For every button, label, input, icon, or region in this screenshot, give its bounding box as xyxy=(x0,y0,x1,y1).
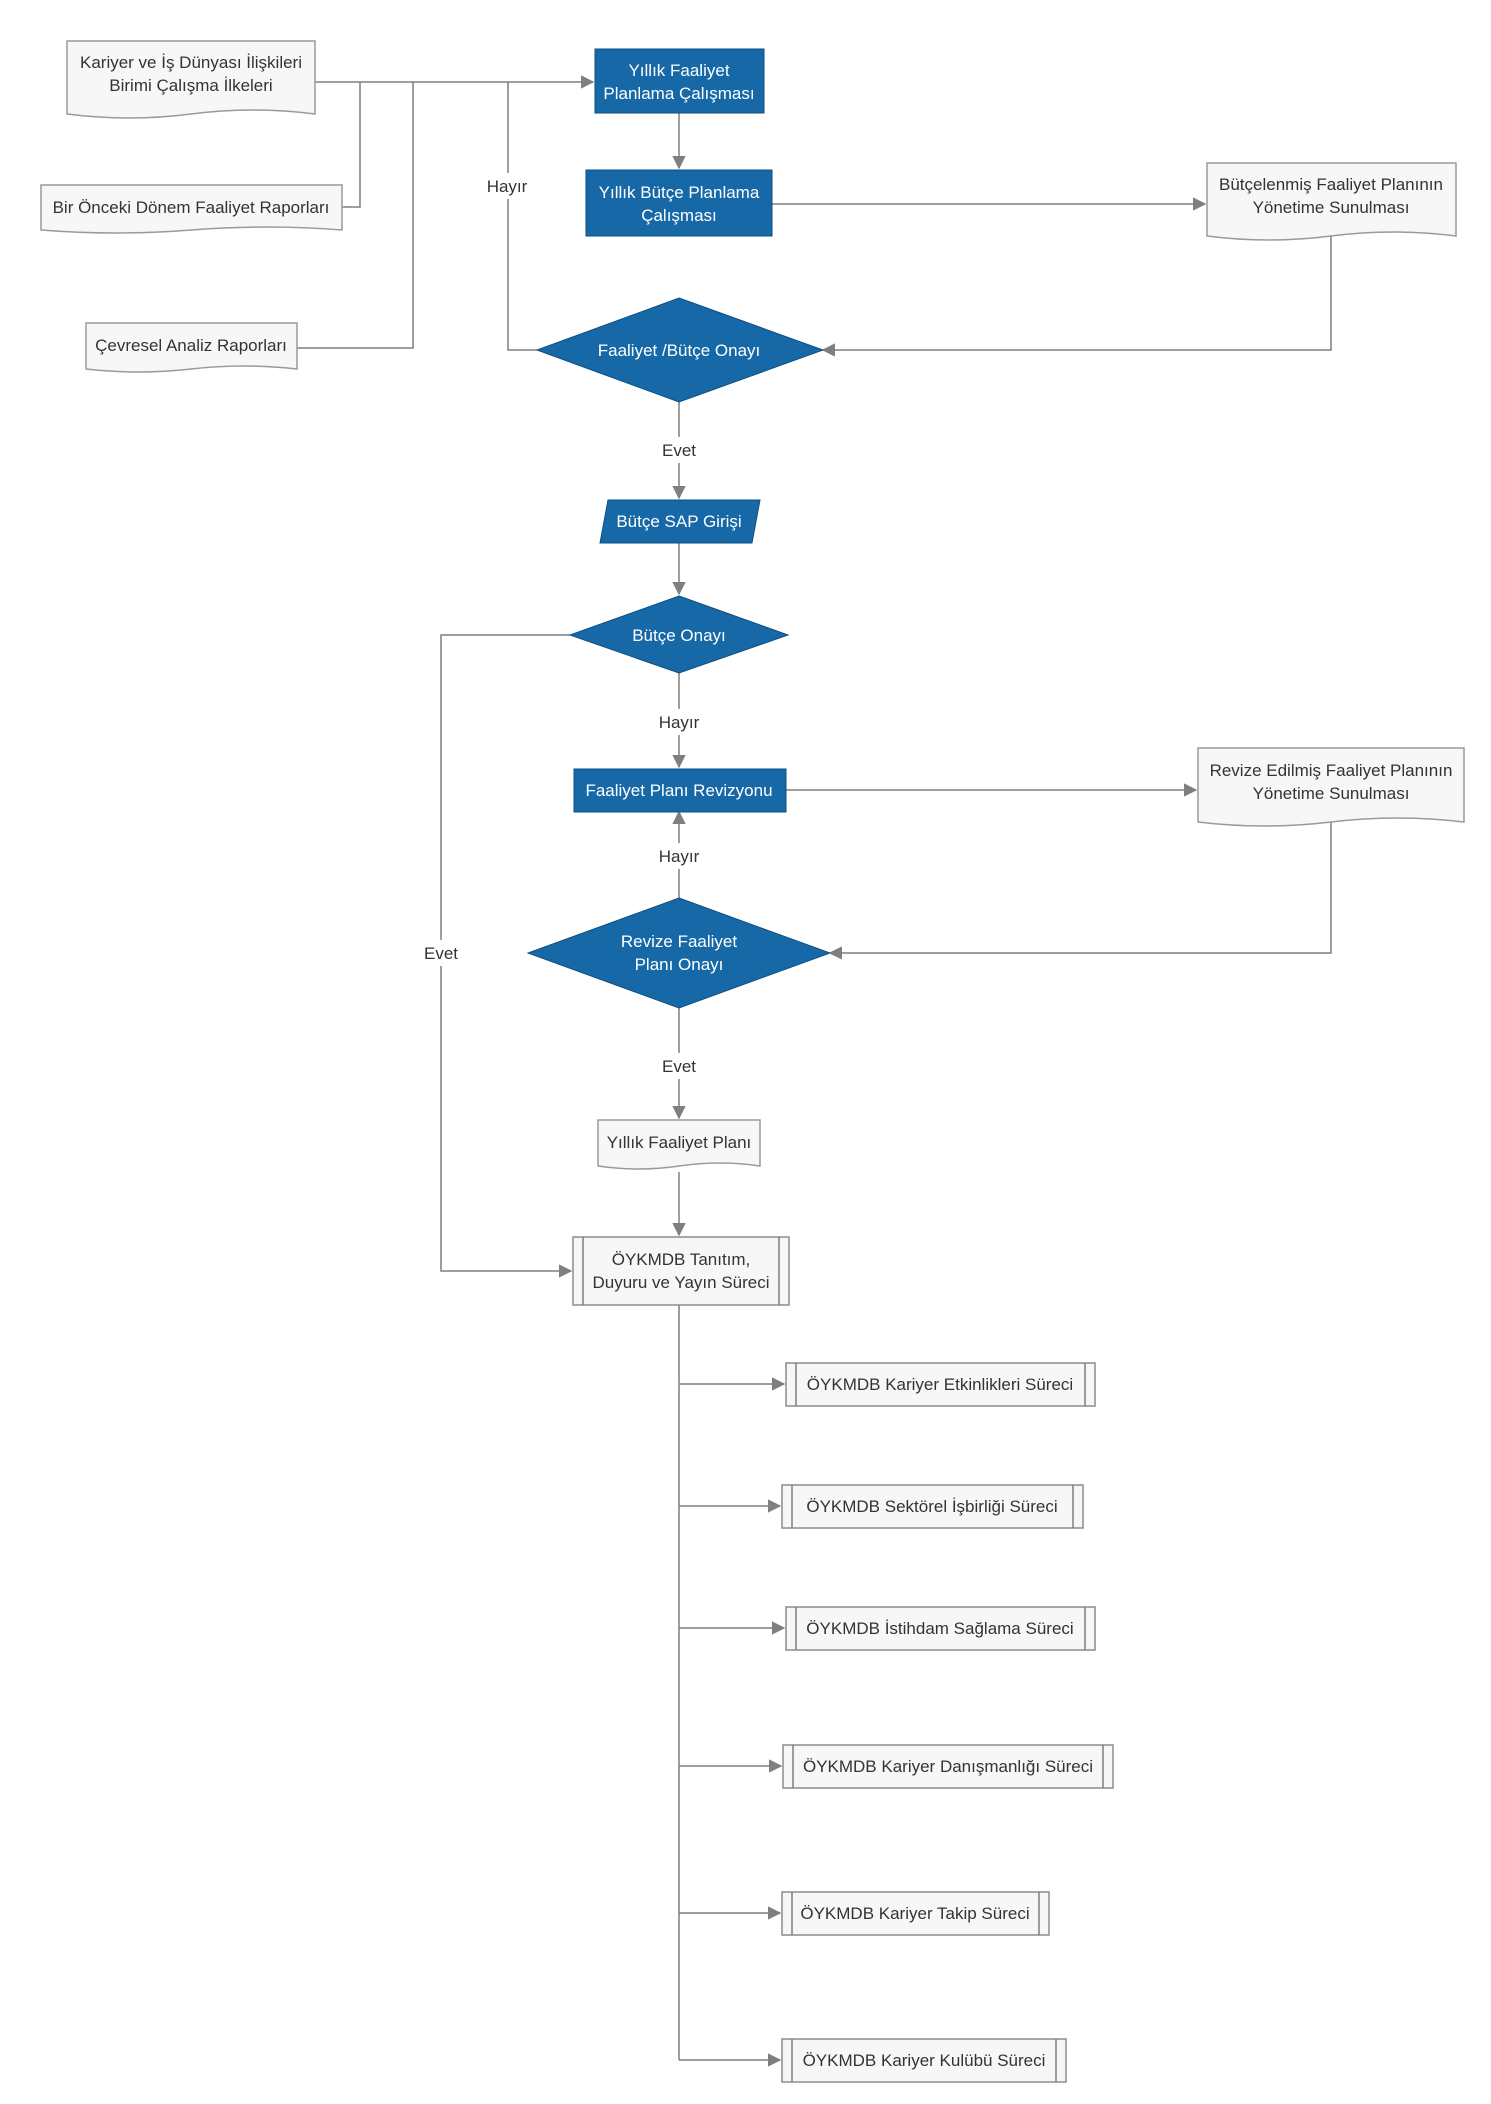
connector-doc-to-approval xyxy=(821,236,1332,357)
doc-revised-plan: Revize Edilmiş Faaliyet Planının Yönetim… xyxy=(1197,747,1465,827)
subprocess-promotion-line2: Duyuru ve Yayın Süreci xyxy=(592,1273,769,1292)
doc-career-principles-line1: Kariyer ve İş Dünyası İlişkileri xyxy=(80,53,302,72)
connector-previous-reports xyxy=(342,82,361,208)
edge-labels: Hayır Evet Hayır Hayır Evet Evet xyxy=(417,173,705,1079)
connectors xyxy=(297,75,1332,2067)
doc-environmental-reports: Çevresel Analiz Raporları xyxy=(85,322,298,373)
doc-annual-plan-text: Yıllık Faaliyet Planı xyxy=(607,1133,752,1152)
process-budget-planning-line1: Yıllık Bütçe Planlama xyxy=(599,183,760,202)
subprocess-employment-text: ÖYKMDB İstihdam Sağlama Süreci xyxy=(806,1619,1073,1638)
label-evet-after-approval: Evet xyxy=(662,441,696,460)
subprocess-employment: ÖYKMDB İstihdam Sağlama Süreci xyxy=(785,1606,1096,1651)
subprocess-sector: ÖYKMDB Sektörel İşbirliği Süreci xyxy=(781,1484,1084,1529)
connector-revised-doc-to-approval xyxy=(828,822,1332,960)
io-sap-entry-text: Bütçe SAP Girişi xyxy=(616,512,741,531)
doc-revised-plan-line1: Revize Edilmiş Faaliyet Planının xyxy=(1210,761,1453,780)
subprocess-tracking: ÖYKMDB Kariyer Takip Süreci xyxy=(781,1891,1050,1936)
subprocess-counseling: ÖYKMDB Kariyer Danışmanlığı Süreci xyxy=(782,1744,1114,1789)
doc-budgeted-plan: Bütçelenmiş Faaliyet Planının Yönetime S… xyxy=(1206,162,1457,241)
doc-revised-plan-line2: Yönetime Sunulması xyxy=(1253,784,1410,803)
doc-previous-reports: Bir Önceki Dönem Faaliyet Raporları xyxy=(40,184,343,234)
subprocess-tracking-text: ÖYKMDB Kariyer Takip Süreci xyxy=(800,1904,1029,1923)
decision-budget-approval-text: Bütçe Onayı xyxy=(632,626,726,645)
label-hayir-revision: Hayır xyxy=(659,847,700,866)
subprocess-sector-text: ÖYKMDB Sektörel İşbirliği Süreci xyxy=(806,1497,1057,1516)
process-plan-revision-text: Faaliyet Planı Revizyonu xyxy=(585,781,772,800)
subprocess-club-text: ÖYKMDB Kariyer Kulübü Süreci xyxy=(803,2051,1046,2070)
subprocess-promotion: ÖYKMDB Tanıtım, Duyuru ve Yayın Süreci xyxy=(572,1236,790,1306)
process-annual-planning-line2: Planlama Çalışması xyxy=(603,84,754,103)
process-annual-planning: Yıllık Faaliyet Planlama Çalışması xyxy=(594,48,765,114)
process-budget-planning-line2: Çalışması xyxy=(641,206,717,225)
subprocess-events: ÖYKMDB Kariyer Etkinlikleri Süreci xyxy=(785,1362,1096,1407)
connector-approval-hayir-loop xyxy=(507,82,537,351)
label-evet-after-revised: Evet xyxy=(662,1057,696,1076)
subprocess-club: ÖYKMDB Kariyer Kulübü Süreci xyxy=(781,2038,1067,2083)
doc-previous-reports-text: Bir Önceki Dönem Faaliyet Raporları xyxy=(53,198,330,217)
decision-revised-approval-line2: Planı Onayı xyxy=(635,955,724,974)
doc-budgeted-plan-line2: Yönetime Sunulması xyxy=(1253,198,1410,217)
subprocess-counseling-text: ÖYKMDB Kariyer Danışmanlığı Süreci xyxy=(803,1757,1093,1776)
doc-annual-plan: Yıllık Faaliyet Planı xyxy=(597,1119,761,1170)
label-hayir-budget: Hayır xyxy=(659,713,700,732)
decision-activity-budget-approval: Faaliyet /Bütçe Onayı xyxy=(535,297,825,403)
doc-budgeted-plan-line1: Bütçelenmiş Faaliyet Planının xyxy=(1219,175,1443,194)
io-sap-entry: Bütçe SAP Girişi xyxy=(599,499,761,544)
process-plan-revision: Faaliyet Planı Revizyonu xyxy=(573,768,787,813)
decision-activity-budget-approval-text: Faaliyet /Bütçe Onayı xyxy=(598,341,761,360)
decision-budget-approval: Bütçe Onayı xyxy=(568,595,790,674)
process-budget-planning: Yıllık Bütçe Planlama Çalışması xyxy=(585,169,773,237)
subprocess-events-text: ÖYKMDB Kariyer Etkinlikleri Süreci xyxy=(807,1375,1073,1394)
process-annual-planning-line1: Yıllık Faaliyet xyxy=(628,61,729,80)
doc-career-principles: Kariyer ve İş Dünyası İlişkileri Birimi … xyxy=(66,40,316,119)
doc-environmental-reports-text: Çevresel Analiz Raporları xyxy=(95,336,287,355)
doc-career-principles-line2: Birimi Çalışma İlkeleri xyxy=(109,76,272,95)
label-evet-left: Evet xyxy=(424,944,458,963)
label-hayir-top: Hayır xyxy=(487,177,528,196)
decision-revised-approval-line1: Revize Faaliyet xyxy=(621,932,737,951)
decision-revised-approval: Revize Faaliyet Planı Onayı xyxy=(526,897,832,1009)
subprocess-promotion-line1: ÖYKMDB Tanıtım, xyxy=(612,1250,751,1269)
connector-environmental-reports xyxy=(297,82,414,349)
